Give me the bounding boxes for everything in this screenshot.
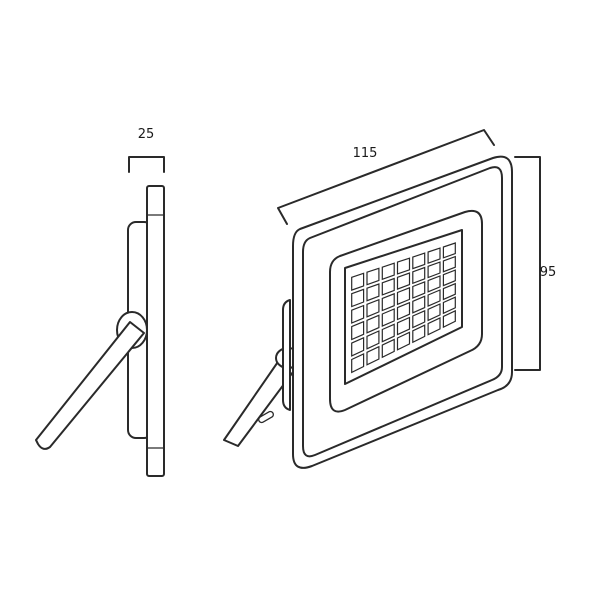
side-mounting-bracket (35, 321, 145, 450)
led-chip (351, 336, 365, 357)
led-chip (381, 292, 395, 312)
height-dimension-line (514, 156, 541, 371)
led-chip (381, 262, 395, 281)
front-housing-inner-frame (302, 166, 503, 458)
led-chip (427, 303, 441, 322)
led-chip (427, 317, 441, 336)
led-chip (366, 330, 380, 350)
led-chip-grid (351, 242, 456, 374)
led-chip (412, 295, 426, 314)
side-view: 25 (35, 127, 165, 477)
led-chip (351, 320, 365, 341)
front-housing-side-rim (282, 299, 291, 411)
led-chip (427, 261, 441, 279)
led-chip (442, 242, 456, 259)
led-chip (366, 283, 380, 302)
led-chip (396, 331, 411, 351)
led-chip (442, 255, 456, 273)
led-chip (442, 269, 456, 287)
led-chip (412, 324, 426, 344)
width-dimension-label: 115 (353, 146, 378, 161)
led-chip (427, 289, 441, 308)
height-dimension-label: 95 (540, 265, 557, 280)
led-chip (381, 338, 395, 359)
width-dimension-line (277, 129, 495, 225)
front-bracket-slot (258, 410, 274, 424)
led-chip (412, 309, 426, 329)
led-chip (412, 266, 426, 285)
led-chip (412, 281, 426, 299)
led-chip (442, 282, 456, 301)
led-chip (442, 296, 456, 315)
led-chip (366, 345, 380, 366)
led-chip (366, 298, 380, 318)
led-chip (412, 252, 426, 270)
led-chip (427, 247, 441, 265)
led-chip (442, 309, 456, 329)
led-chip (351, 272, 365, 291)
front-view: 115 95 (223, 129, 557, 469)
front-led-panel (344, 229, 463, 385)
front-recess-frame (329, 209, 483, 413)
depth-dimension-label: 25 (138, 127, 155, 142)
led-chip (381, 308, 395, 328)
led-chip (381, 277, 395, 296)
led-chip (427, 275, 441, 293)
led-chip (396, 257, 411, 275)
led-chip (366, 314, 380, 334)
led-chip (396, 286, 411, 306)
depth-dimension-bracket (128, 156, 165, 173)
led-chip (396, 316, 411, 336)
led-chip (366, 267, 380, 286)
led-chip (351, 288, 365, 308)
led-chip (351, 304, 365, 324)
side-front-panel (146, 185, 165, 477)
led-chip (396, 301, 411, 321)
led-chip (351, 352, 365, 374)
led-chip (381, 323, 395, 343)
led-chip (396, 272, 411, 290)
